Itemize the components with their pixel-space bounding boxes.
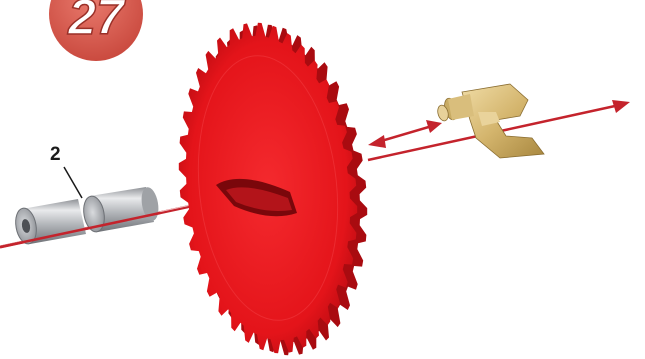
step-badge: 27	[49, 0, 143, 61]
brass-clip	[436, 84, 544, 158]
spacer-callout-label: 2	[50, 145, 61, 164]
spacer-tube	[13, 186, 161, 246]
step-number: 27	[67, 0, 126, 45]
double-arrow	[368, 120, 442, 148]
axle-arrowhead	[612, 100, 630, 113]
callout-leader	[64, 167, 82, 198]
